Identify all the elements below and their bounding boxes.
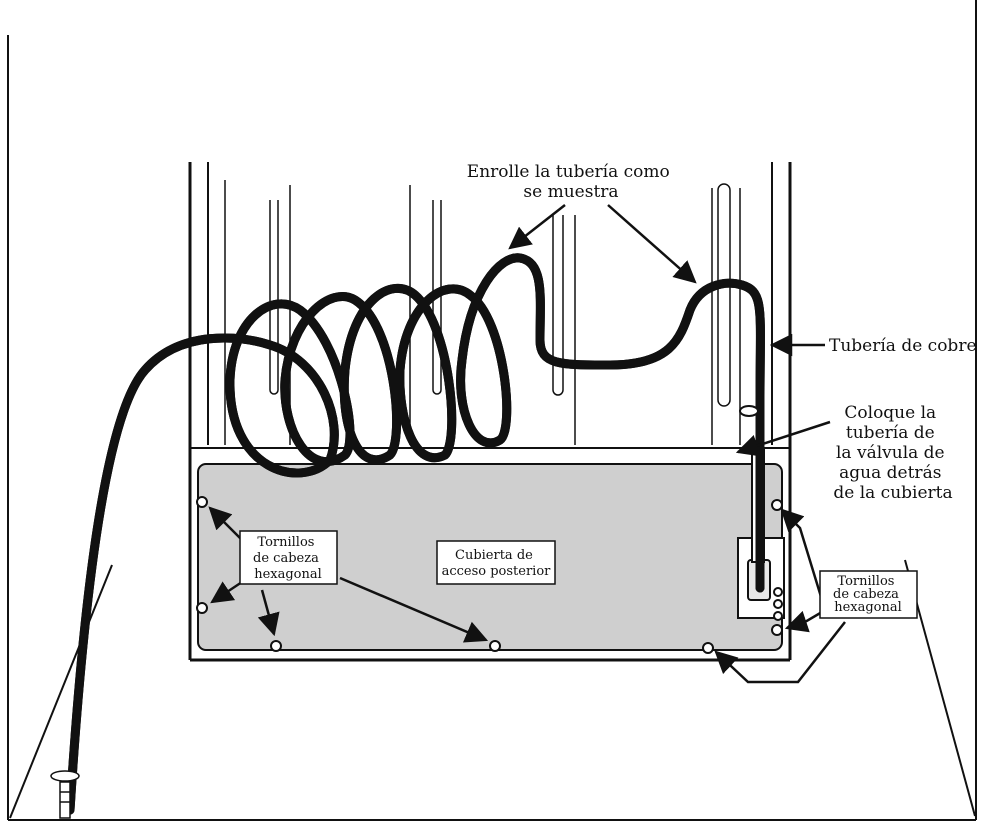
- callout-arrows: [208, 204, 846, 684]
- cover-box: [436, 540, 556, 585]
- bolts-left-label: Tornillos de cabeza hexagonal: [253, 535, 323, 582]
- wall-outline: [7, 0, 977, 821]
- copper-tubing-label: Tubería de cobre: [829, 336, 977, 356]
- tube-fitting: [50, 770, 80, 819]
- bolts-right-label: Tornillos de cabeza hexagonal: [833, 574, 903, 615]
- cover-label: Cubierta de acceso posterior: [442, 548, 552, 579]
- water-valve: [737, 449, 785, 621]
- coil-label: Enrolle la tubería como se muestra: [467, 162, 675, 202]
- tube-clip: [739, 405, 759, 417]
- bolts-left-box: [239, 530, 338, 585]
- bolts-right-box: [819, 570, 918, 619]
- valve-tubing-label: Coloque la tubería de la válvula de agua…: [833, 403, 952, 503]
- hex-bolts: [196, 496, 783, 654]
- copper-tubing: [65, 258, 760, 810]
